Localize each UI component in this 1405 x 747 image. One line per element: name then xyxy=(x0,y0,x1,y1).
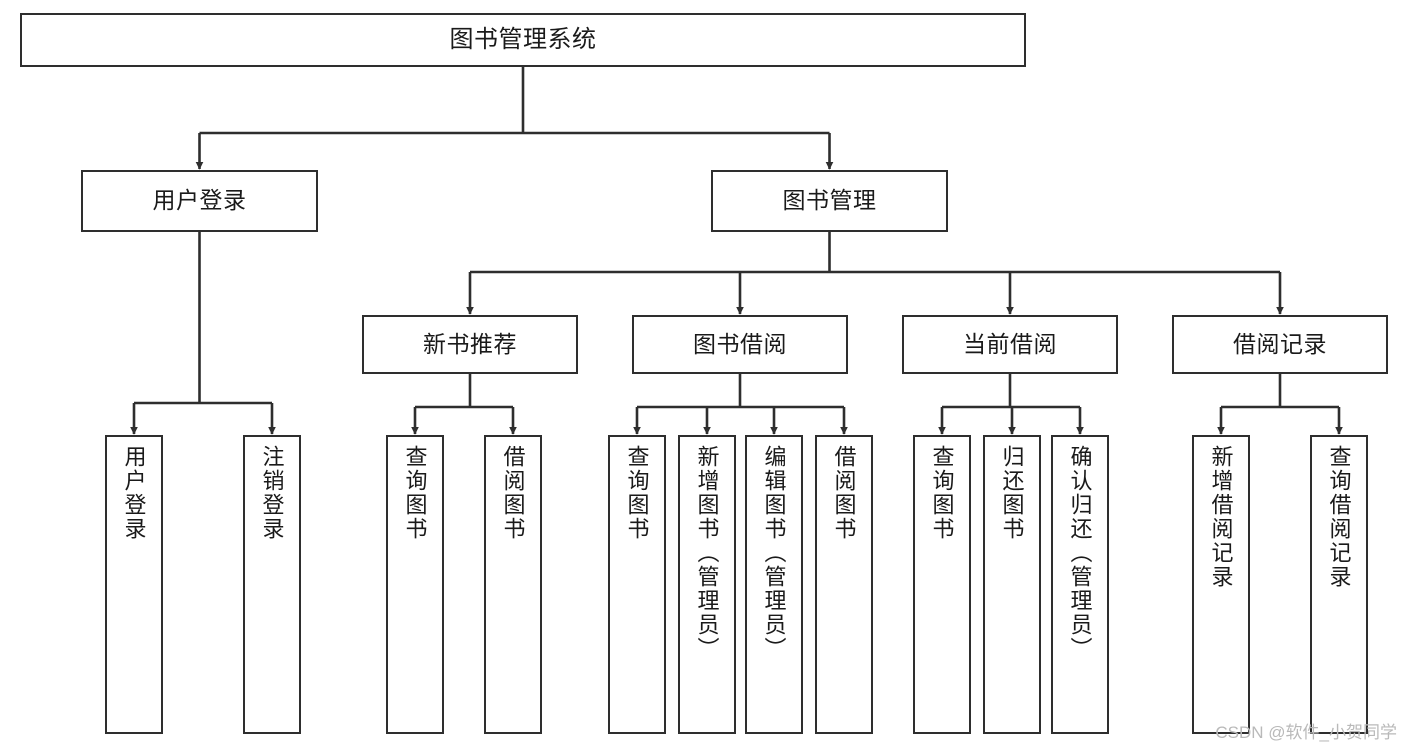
node-label: 查询图书 xyxy=(402,445,428,541)
node-label: 借阅记录 xyxy=(1233,330,1327,357)
node-leaf-query-book-1[interactable]: 查询图书 xyxy=(386,435,444,734)
node-root-system[interactable]: 图书管理系统 xyxy=(20,13,1026,67)
node-borrow-record[interactable]: 借阅记录 xyxy=(1172,315,1388,374)
node-label: 借阅图书 xyxy=(500,445,526,541)
node-user-login[interactable]: 用户登录 xyxy=(81,170,318,232)
node-label: 确认归还（管理员） xyxy=(1067,445,1093,661)
node-leaf-query-book-3[interactable]: 查询图书 xyxy=(913,435,971,734)
node-label: 新书推荐 xyxy=(423,330,517,357)
node-label: 用户登录 xyxy=(152,187,247,214)
node-label: 归还图书 xyxy=(999,445,1025,541)
watermark-text: CSDN @软件_小贺同学 xyxy=(1215,723,1397,742)
node-leaf-confirm-return[interactable]: 确认归还（管理员） xyxy=(1051,435,1109,734)
node-label: 图书借阅 xyxy=(693,330,787,357)
node-label: 查询图书 xyxy=(929,445,955,541)
node-book-manage[interactable]: 图书管理 xyxy=(711,170,948,232)
node-leaf-borrow-book-1[interactable]: 借阅图书 xyxy=(484,435,542,734)
node-leaf-user-login[interactable]: 用户登录 xyxy=(105,435,163,734)
node-label: 查询图书 xyxy=(624,445,650,541)
node-leaf-logout[interactable]: 注销登录 xyxy=(243,435,301,734)
node-label: 图书管理系统 xyxy=(449,25,597,53)
node-current-borrow[interactable]: 当前借阅 xyxy=(902,315,1118,374)
node-label: 借阅图书 xyxy=(831,445,857,541)
node-label: 图书管理 xyxy=(782,187,877,214)
node-leaf-add-record[interactable]: 新增借阅记录 xyxy=(1192,435,1250,734)
node-leaf-query-record[interactable]: 查询借阅记录 xyxy=(1310,435,1368,734)
node-leaf-edit-book[interactable]: 编辑图书（管理员） xyxy=(745,435,803,734)
node-leaf-borrow-book-2[interactable]: 借阅图书 xyxy=(815,435,873,734)
node-label: 查询借阅记录 xyxy=(1326,445,1352,589)
node-label: 新增图书（管理员） xyxy=(694,445,720,661)
node-book-borrow[interactable]: 图书借阅 xyxy=(632,315,848,374)
node-label: 用户登录 xyxy=(121,445,147,541)
node-leaf-add-book[interactable]: 新增图书（管理员） xyxy=(678,435,736,734)
node-leaf-return-book[interactable]: 归还图书 xyxy=(983,435,1041,734)
node-label: 新增借阅记录 xyxy=(1208,445,1234,589)
node-new-book-rec[interactable]: 新书推荐 xyxy=(362,315,578,374)
node-label: 注销登录 xyxy=(259,445,285,541)
node-label: 编辑图书（管理员） xyxy=(761,445,787,661)
node-leaf-query-book-2[interactable]: 查询图书 xyxy=(608,435,666,734)
node-label: 当前借阅 xyxy=(963,330,1057,357)
